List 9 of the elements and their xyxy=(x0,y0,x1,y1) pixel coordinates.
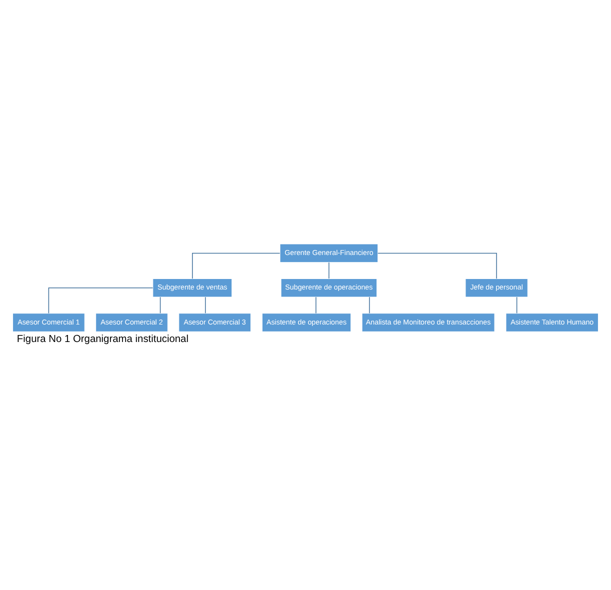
connector xyxy=(192,252,280,278)
caption: Figura No 1 Organigrama institucional xyxy=(16,333,188,344)
connector xyxy=(369,296,370,314)
connector xyxy=(205,296,206,314)
connector xyxy=(48,286,154,314)
connector xyxy=(160,296,161,314)
connector xyxy=(328,262,330,278)
connector xyxy=(378,252,497,278)
connector xyxy=(516,296,518,314)
